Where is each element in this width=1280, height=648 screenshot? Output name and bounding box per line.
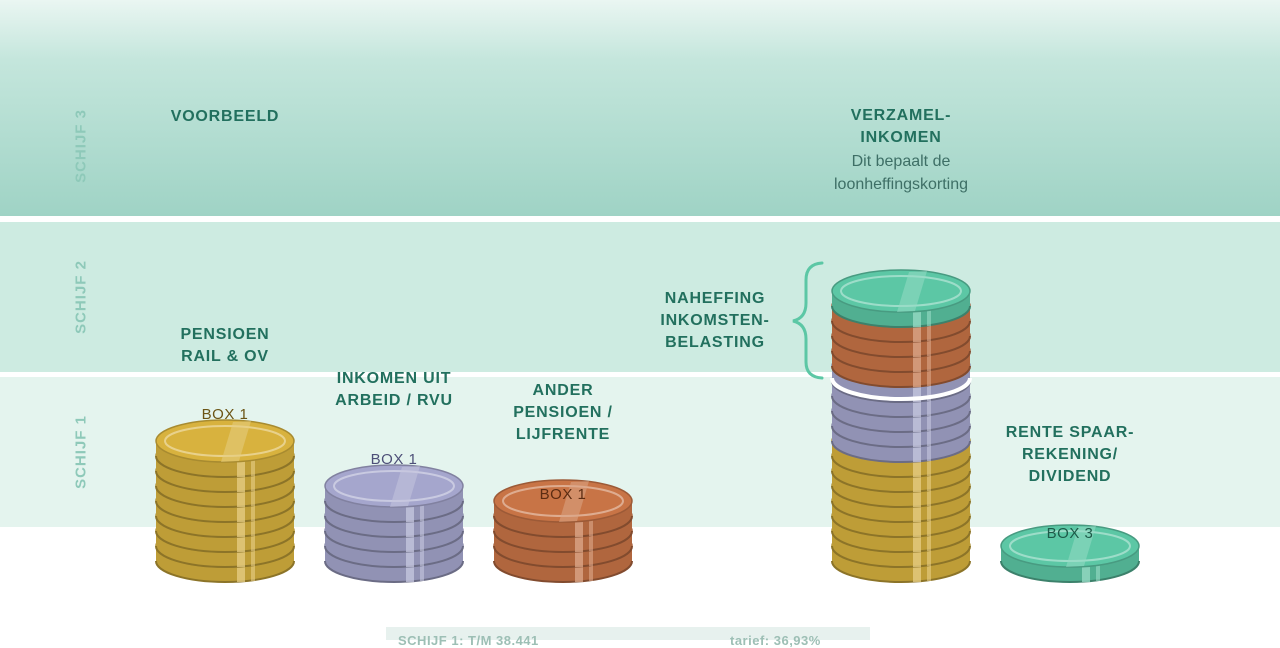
box-label: BOX 3 <box>1047 525 1094 542</box>
pension-rail-coin-stack <box>155 419 295 583</box>
tier-2-band <box>0 222 1280 372</box>
tier-divider <box>0 216 1280 221</box>
tier-divider <box>0 372 1280 377</box>
tier-3-band <box>0 0 1280 216</box>
tariff-bracket-text: SCHIJF 1: T/M 38.441 <box>398 633 539 648</box>
savings-label: RENTE SPAAR- REKENING/ DIVIDEND <box>1005 424 1135 485</box>
box-label: BOX 1 <box>540 486 587 503</box>
additional-tax-label: NAHEFFING INKOMSTEN- BELASTING <box>660 290 770 351</box>
box-label: BOX 1 <box>202 406 249 423</box>
other-pension-coin-stack <box>493 479 633 583</box>
income-work-label: INKOMEN UIT ARBEID / RVU <box>335 370 453 409</box>
example-label: VOORBEELD <box>170 108 280 125</box>
collective-income-title: VERZAMEL- INKOMEN <box>850 107 952 146</box>
income-work-coin-stack <box>324 464 464 583</box>
pension-rail-label: PENSIOEN RAIL & OV <box>180 326 270 365</box>
other-pension-label: ANDER PENSIOEN / LIJFRENTE <box>513 382 613 443</box>
collective-income-subtitle: Dit bepaalt de loonheffingskorting <box>833 153 969 193</box>
savings-coin-stack <box>1000 524 1140 583</box>
tariff-bar <box>386 627 870 640</box>
collective-income-coin-stack <box>830 269 972 583</box>
tariff-rate-text: tarief: 36,93% <box>730 633 821 648</box>
box-label: BOX 1 <box>371 451 418 468</box>
bracket-icon <box>792 261 824 380</box>
